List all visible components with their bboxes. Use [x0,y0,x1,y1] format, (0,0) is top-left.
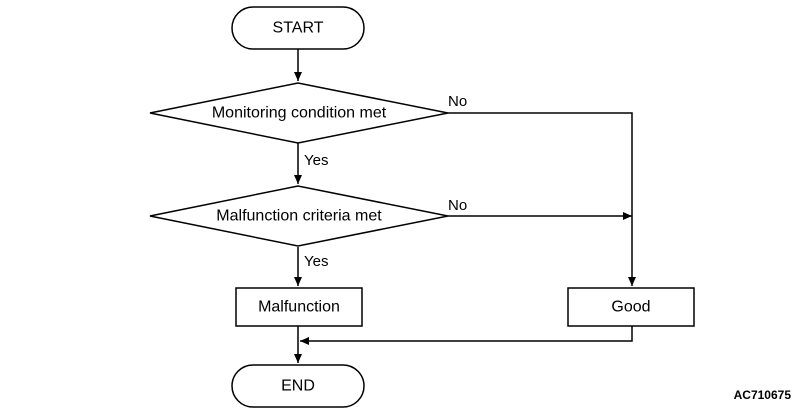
start-label: START [273,20,324,37]
monitoring-yes-label: Yes [304,152,328,169]
decision-criteria-label: Malfunction criteria met [216,208,382,225]
decision-monitoring-label: Monitoring condition met [212,105,387,122]
malfunction-label: Malfunction [258,299,340,316]
end-label: END [281,378,315,395]
edge-good-to-end [300,326,633,345]
monitoring-no-label: No [448,93,467,110]
good-label: Good [611,299,650,316]
edge-monitoring-no [448,112,636,286]
criteria-no-label: No [448,197,467,214]
start-node: START [231,6,365,50]
end-node: END [231,364,365,408]
decision-monitoring-condition: Monitoring condition met [149,82,449,144]
decision-malfunction-criteria: Malfunction criteria met [149,185,449,247]
criteria-yes-label: Yes [304,253,328,270]
figure-code: AC710675 [734,388,792,402]
malfunction-node: Malfunction [235,287,363,327]
good-node: Good [567,287,695,327]
